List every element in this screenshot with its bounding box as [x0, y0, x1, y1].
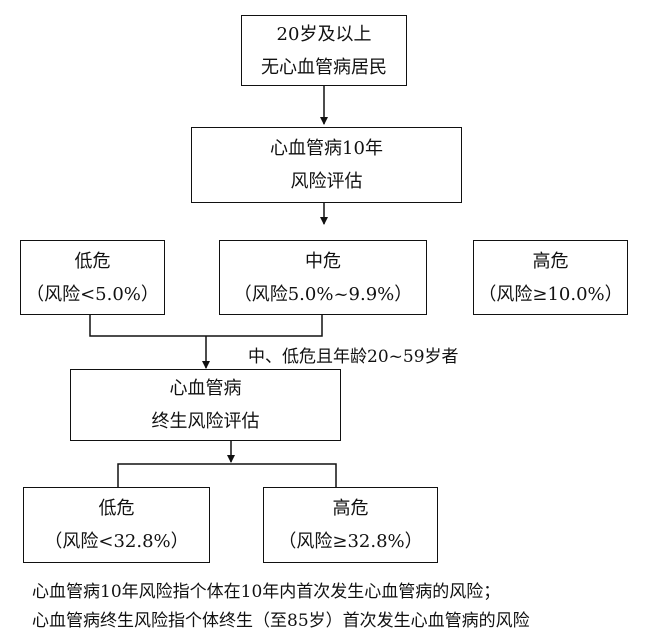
start-box: 20岁及以上 无心血管病居民 [241, 15, 407, 86]
ten-year-high-level: 高危 [532, 250, 569, 272]
footnote-ten-year: 心血管病10年风险指个体在10年内首次发生心血管病的风险； [32, 582, 501, 602]
ten-year-low-level: 低危 [74, 250, 111, 272]
lifetime-low-level: 低危 [98, 498, 135, 519]
ten-year-low-risk-box: 低危 （风险<5.0%） [20, 240, 165, 315]
ten-year-assessment-box: 心血管病10年 风险评估 [191, 127, 462, 203]
condition-label: 中、低危且年龄20~59岁者 [248, 347, 459, 367]
lifetime-high-risk-box: 高危 （风险≥32.8%） [263, 487, 438, 563]
lifetime-high-range: （风险≥32.8%） [278, 531, 423, 552]
ten-year-mid-risk-box: 中危 （风险5.0%~9.9%） [219, 240, 427, 315]
lifetime-box-line1: 心血管病 [169, 378, 242, 399]
lifetime-low-range: （风险<32.8%） [44, 531, 189, 552]
ten-year-mid-range: （风险5.0%~9.9%） [233, 283, 413, 305]
start-box-line1: 20岁及以上 [276, 23, 372, 45]
lifetime-box-line2: 终生风险评估 [151, 411, 260, 432]
lifetime-high-level: 高危 [332, 498, 369, 519]
ten-year-box-line1: 心血管病10年 [270, 138, 383, 159]
ten-year-box-line2: 风险评估 [290, 171, 363, 192]
lifetime-assessment-box: 心血管病 终生风险评估 [70, 369, 341, 441]
merge-line-low-mid [89, 315, 323, 337]
ten-year-high-range: （风险≥10.0%） [478, 283, 623, 305]
branch-line-lifetime-results [117, 463, 337, 487]
ten-year-mid-level: 中危 [305, 250, 341, 272]
lifetime-low-risk-box: 低危 （风险<32.8%） [23, 487, 210, 563]
ten-year-low-range: （风险<5.0%） [26, 283, 159, 305]
start-box-line2: 无心血管病居民 [261, 56, 387, 78]
ten-year-high-risk-box: 高危 （风险≥10.0%） [473, 240, 628, 315]
footnote-lifetime: 心血管病终生风险指个体终生（至85岁）首次发生心血管病的风险 [32, 611, 530, 631]
